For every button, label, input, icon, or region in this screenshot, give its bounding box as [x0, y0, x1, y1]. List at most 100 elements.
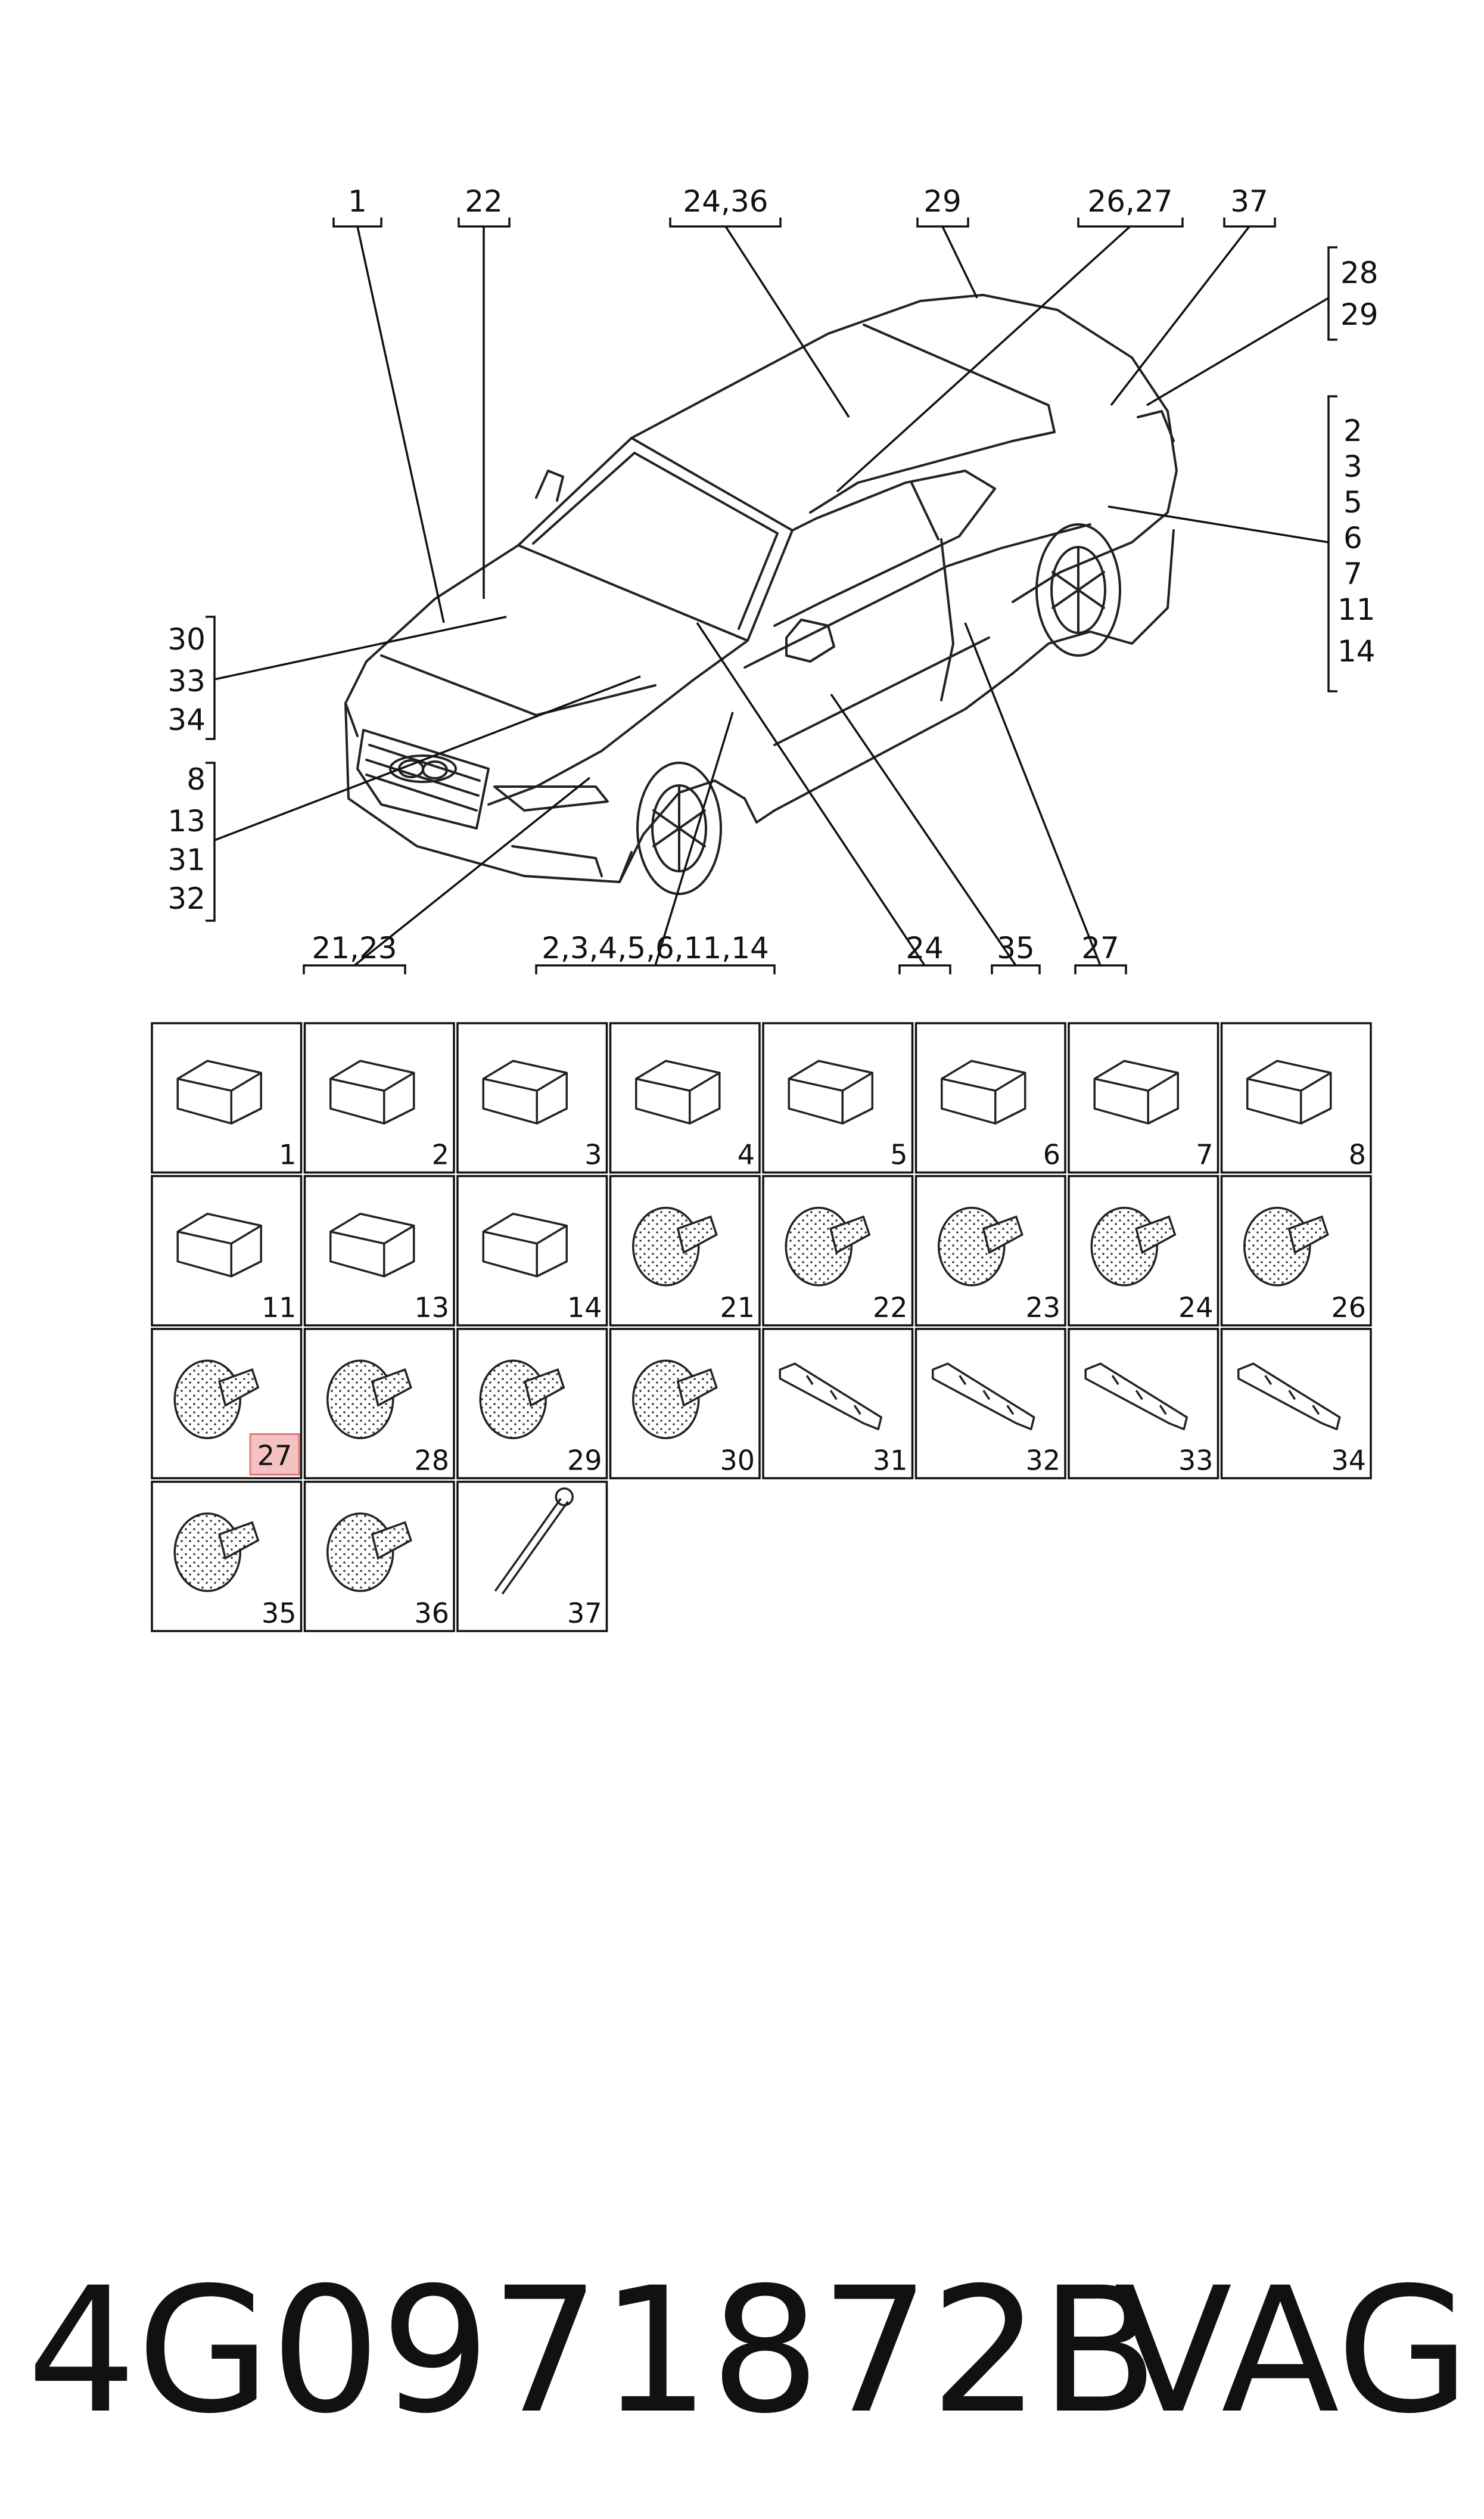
part-cell[interactable]: 2	[303, 1022, 455, 1174]
part-icon	[632, 1207, 718, 1287]
part-cell[interactable]: 3	[456, 1022, 608, 1174]
part-icon	[482, 1213, 568, 1278]
callout-labels: 1 22 24,36 29 26,27 37 28 29 2 3 5 6 7 1…	[167, 184, 1378, 965]
part-icon	[479, 1359, 565, 1439]
part-cell-frame	[1068, 1328, 1219, 1480]
part-cell-frame	[762, 1328, 914, 1480]
part-cell[interactable]: 30	[609, 1328, 761, 1480]
part-cell-number: 6	[1043, 1139, 1060, 1171]
callout-right-list-5: 7	[1343, 557, 1362, 591]
callout-right-list-6: 11	[1337, 592, 1376, 627]
part-cell-number: 3	[584, 1139, 602, 1171]
part-icon	[176, 1060, 262, 1125]
part-cell-number: 21	[720, 1291, 755, 1324]
leader-lines	[206, 218, 1337, 974]
part-cell[interactable]: 4	[609, 1022, 761, 1174]
part-cell[interactable]: 8	[1220, 1022, 1372, 1174]
part-cell[interactable]: 35	[151, 1480, 303, 1632]
part-icon	[173, 1512, 260, 1592]
part-cell-frame	[609, 1022, 761, 1174]
part-cell-number: 36	[414, 1597, 449, 1629]
part-cell[interactable]: 34	[1220, 1328, 1372, 1480]
part-icon	[329, 1213, 415, 1278]
part-cell[interactable]: 14	[456, 1175, 608, 1327]
part-cell-number: 35	[262, 1597, 297, 1629]
callout-right-list-2: 3	[1343, 449, 1362, 484]
part-cell[interactable]: 11	[151, 1175, 303, 1327]
part-cell-frame	[456, 1480, 608, 1632]
part-icon	[941, 1060, 1026, 1125]
callout-left-lower-1: 8	[186, 762, 206, 797]
callout-right-list-1: 2	[1343, 414, 1362, 448]
part-cell[interactable]: 21	[609, 1175, 761, 1327]
callout-bottom-2: 2,3,4,5,6,11,14	[542, 931, 769, 965]
part-cell-number: 5	[890, 1139, 907, 1171]
part-cell-number: 31	[873, 1445, 908, 1477]
part-cell[interactable]: 26	[1220, 1175, 1372, 1327]
part-cell[interactable]: 24	[1068, 1175, 1219, 1327]
part-cell[interactable]: 36	[303, 1480, 455, 1632]
part-cell[interactable]: 29	[456, 1328, 608, 1480]
part-cell[interactable]: 33	[1068, 1328, 1219, 1480]
part-cell[interactable]: 31	[762, 1328, 914, 1480]
part-cell-number: 27	[257, 1440, 293, 1472]
part-cell[interactable]: 22	[762, 1175, 914, 1327]
part-cell[interactable]: 32	[914, 1328, 1066, 1480]
callout-right-list-3: 5	[1343, 485, 1362, 520]
highlight-box	[249, 1433, 300, 1476]
part-cell[interactable]: 7	[1068, 1022, 1219, 1174]
part-cell[interactable]: 23	[914, 1175, 1066, 1327]
callout-right-list-7: 14	[1337, 634, 1376, 669]
part-cell-number: 24	[1178, 1291, 1214, 1324]
callout-bottom-3: 24	[906, 931, 944, 965]
brand-label: VAG	[1114, 2251, 1470, 2452]
car-illustration	[344, 294, 1178, 895]
part-number: 4G0971872B	[27, 2251, 1159, 2452]
part-cell[interactable]: 13	[303, 1175, 455, 1327]
part-cell[interactable]: 5	[762, 1022, 914, 1174]
part-cell[interactable]: 28	[303, 1328, 455, 1480]
part-icon	[785, 1207, 871, 1287]
callout-left-upper-3: 34	[167, 703, 206, 737]
part-icon	[1246, 1060, 1332, 1125]
part-icon	[482, 1060, 568, 1125]
part-icon	[1237, 1362, 1341, 1430]
callout-top-1: 1	[348, 184, 367, 219]
part-cell[interactable]: 6	[914, 1022, 1066, 1174]
part-icon	[1243, 1207, 1329, 1287]
part-cell-number: 1	[279, 1139, 296, 1171]
part-cell-number: 37	[567, 1597, 602, 1629]
part-icon	[494, 1487, 574, 1595]
part-cell-number: 33	[1178, 1445, 1214, 1477]
part-cell-number: 30	[720, 1445, 755, 1477]
part-icon	[632, 1359, 718, 1439]
part-cell-number: 2	[432, 1139, 449, 1171]
part-icon	[635, 1060, 721, 1125]
part-cell[interactable]: 1	[151, 1022, 303, 1174]
part-cell[interactable]: 27	[151, 1328, 303, 1480]
callout-left-lower-2: 13	[167, 804, 206, 838]
part-cell-number: 11	[262, 1291, 297, 1324]
callout-top-4: 29	[923, 184, 962, 219]
part-icon	[938, 1207, 1023, 1287]
part-cell-number: 28	[414, 1445, 449, 1477]
callout-left-upper-1: 30	[167, 622, 206, 657]
part-cell-number: 4	[738, 1139, 755, 1171]
part-cell-number: 34	[1331, 1445, 1366, 1477]
part-cell-number: 26	[1331, 1291, 1366, 1324]
part-icon	[1084, 1362, 1188, 1430]
part-cell-number: 8	[1349, 1139, 1366, 1171]
part-cell-number: 13	[414, 1291, 449, 1324]
callout-left-upper-2: 33	[167, 664, 206, 698]
callout-bottom-4: 35	[997, 931, 1035, 965]
part-cell[interactable]: 37	[456, 1480, 608, 1632]
callout-right-pair-1: 28	[1340, 256, 1379, 290]
part-icon	[326, 1359, 412, 1439]
callout-bottom-1: 21,23	[312, 931, 397, 965]
part-cell-number: 22	[873, 1291, 908, 1324]
part-icon	[329, 1060, 415, 1125]
callout-top-3: 24,36	[683, 184, 768, 219]
part-cell-frame	[1220, 1328, 1372, 1480]
